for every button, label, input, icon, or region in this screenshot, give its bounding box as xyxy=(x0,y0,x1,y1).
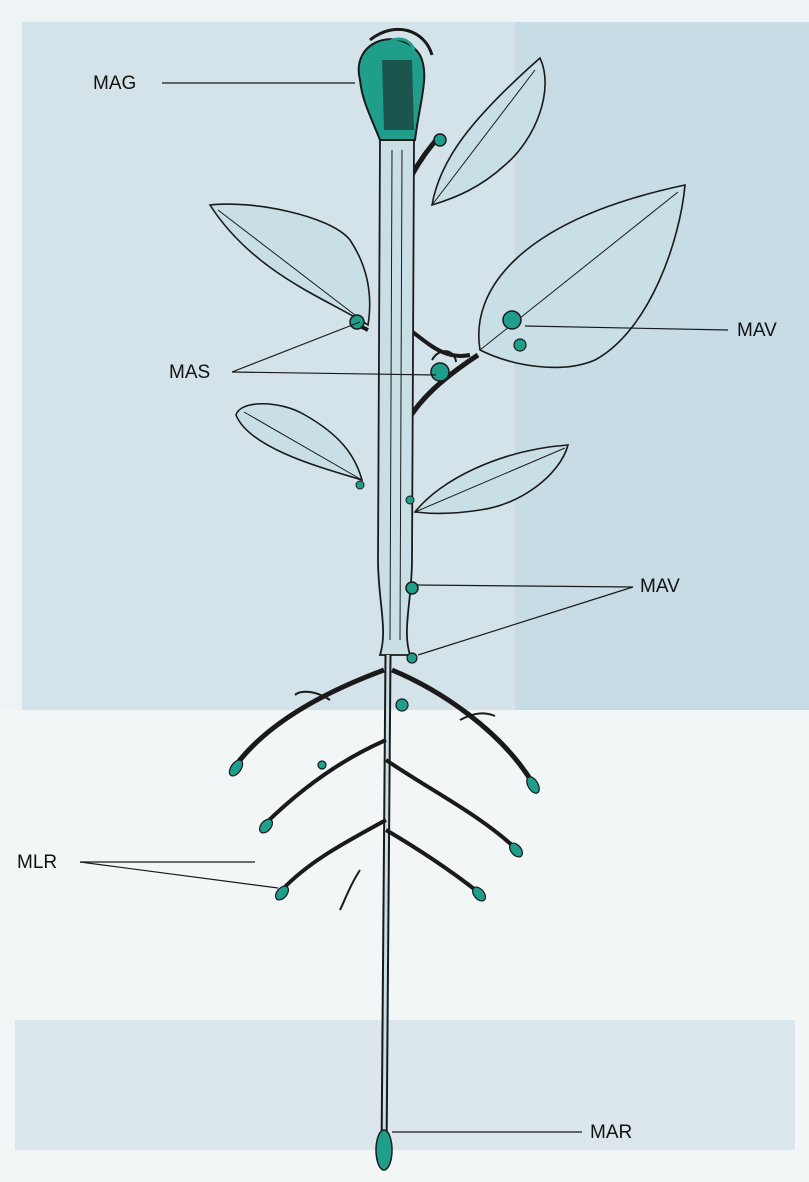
branch-right-upper xyxy=(412,140,436,175)
label-mas: MAS xyxy=(169,362,210,383)
label-mlr: MLR xyxy=(17,852,57,873)
root-system xyxy=(236,655,532,1155)
lateral-root-right-low xyxy=(386,830,478,892)
axillary-bud-mav-lower xyxy=(406,582,418,594)
apical-meristem-root xyxy=(376,1130,392,1170)
label-mag: MAG xyxy=(93,73,136,94)
lateral-root-right-mid xyxy=(386,760,515,848)
axillary-bud-upper-right xyxy=(434,134,446,146)
axillary-bud-mas-2 xyxy=(431,363,449,381)
main-stem xyxy=(378,140,414,655)
label-mar: MAR xyxy=(590,1122,632,1143)
label-mav-lower: MAV xyxy=(640,576,680,597)
label-mav-upper: MAV xyxy=(737,320,777,341)
lateral-root-left-low xyxy=(282,820,386,890)
lateral-root-left-mid xyxy=(266,740,386,823)
axillary-bud-mas-1 xyxy=(350,315,364,329)
lateral-root-right-upper xyxy=(392,670,532,782)
leaf-large-right xyxy=(479,185,685,367)
axillary-bud-mav-upper xyxy=(503,311,521,329)
apical-meristem-shoot xyxy=(359,29,432,140)
